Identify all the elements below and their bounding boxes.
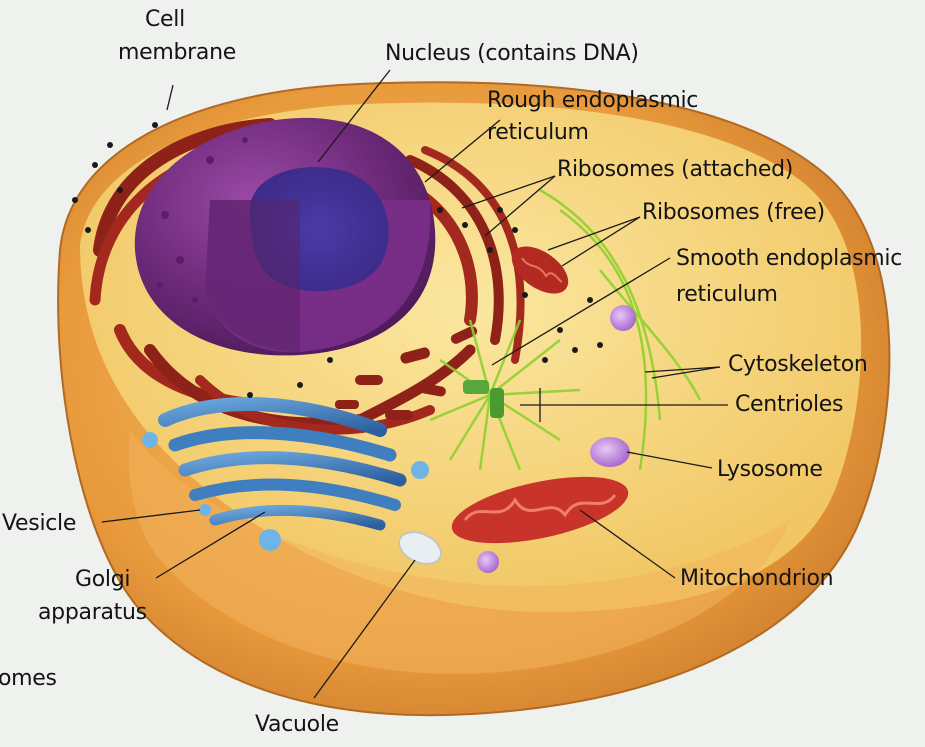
label-cell-membrane-line1: Cell [145, 7, 185, 33]
label-smooth-er-line2: reticulum [676, 282, 778, 308]
label-mitochondrion: Mitochondrion [680, 566, 833, 592]
label-cell-membrane-line2: membrane [118, 40, 236, 66]
label-nucleus: Nucleus (contains DNA) [385, 41, 639, 67]
label-centrioles: Centrioles [735, 392, 843, 418]
label-ribosomes-free: Ribosomes (free) [642, 200, 825, 226]
label-cytoskeleton: Cytoskeleton [728, 352, 868, 378]
vesicles [199, 504, 211, 516]
label-rough-er-line1: Rough endoplasmic [487, 88, 698, 114]
label-golgi-line2: apparatus [38, 600, 147, 626]
label-cut-off-text: omes [0, 666, 57, 692]
label-golgi-line1: Golgi [75, 567, 130, 593]
label-ribosomes-attached: Ribosomes (attached) [557, 157, 793, 183]
label-smooth-er-line1: Smooth endoplasmic [676, 246, 902, 272]
label-vesicle: Vesicle [2, 511, 76, 537]
label-lysosome: Lysosome [717, 457, 823, 483]
label-rough-er-line2: reticulum [487, 120, 589, 146]
label-vacuole: Vacuole [255, 712, 339, 738]
